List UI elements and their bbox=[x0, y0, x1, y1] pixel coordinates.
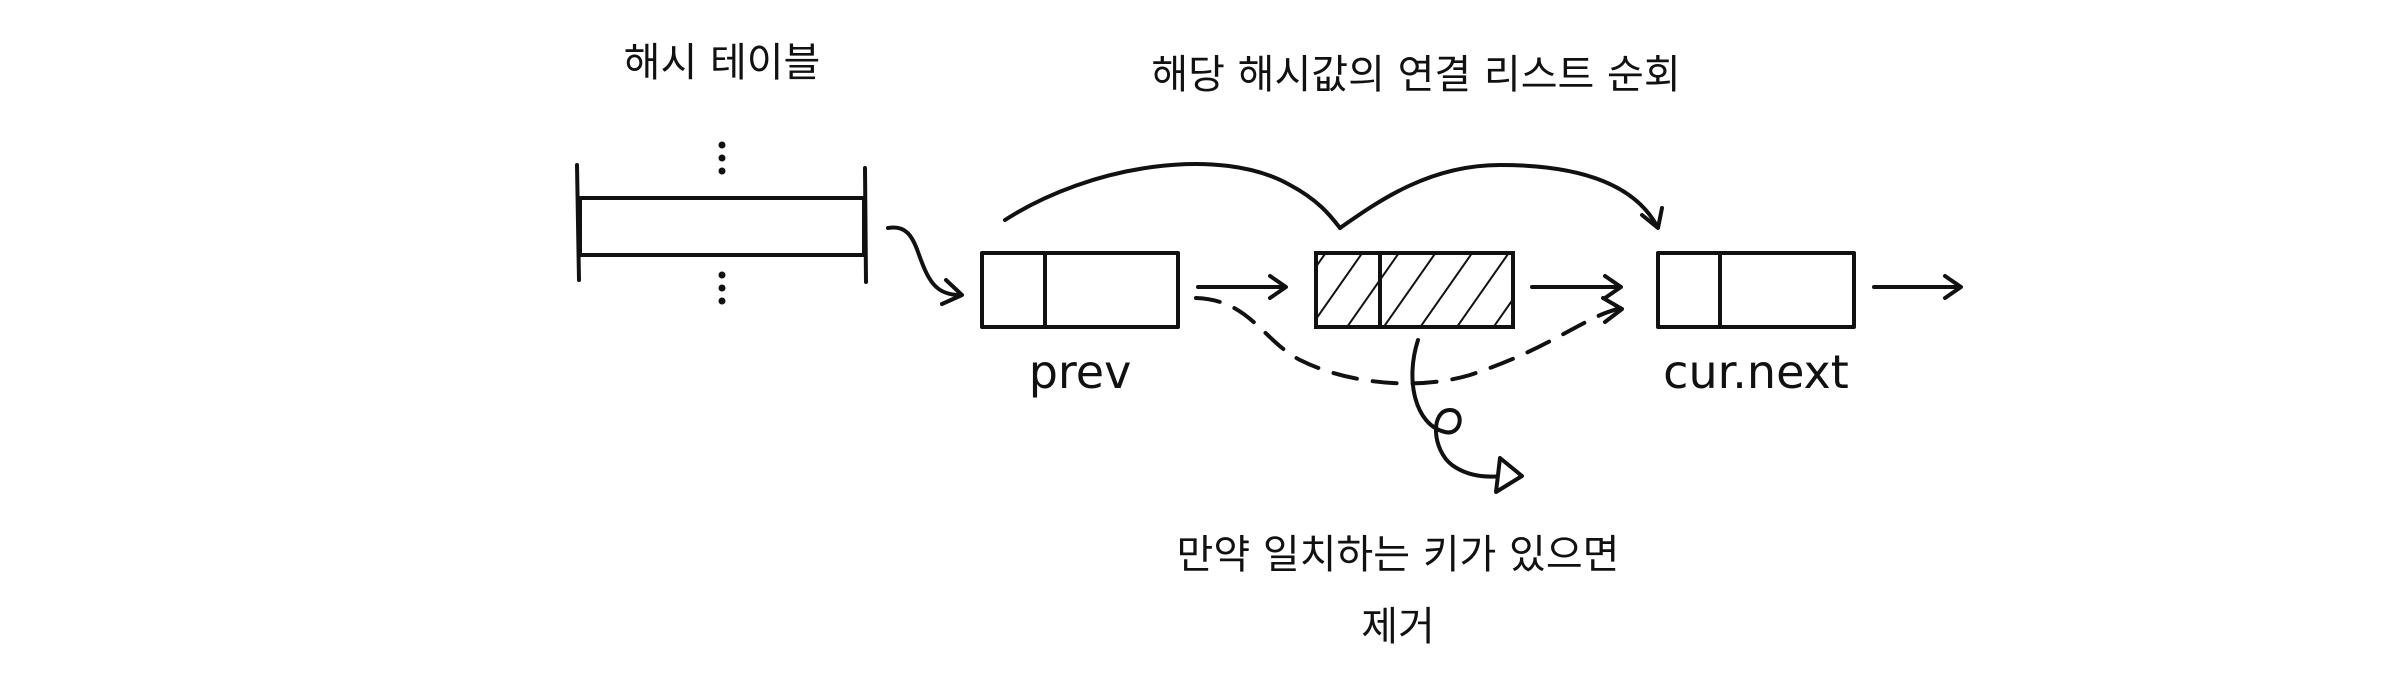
hash-table-label: 해시 테이블 bbox=[624, 40, 821, 86]
traverse-label: 해당 해시값의 연결 리스트 순회 bbox=[1151, 52, 1680, 98]
bypass-dashed-arrow bbox=[1194, 296, 1624, 386]
remove-note-line1: 만약 일치하는 키가 있으면 bbox=[1177, 532, 1620, 578]
cur-next-label: cur.next bbox=[1663, 345, 1849, 399]
hash-table bbox=[575, 141, 868, 305]
prev-label: prev bbox=[1029, 345, 1132, 399]
node-removed bbox=[1314, 251, 1515, 329]
ellipsis-bottom bbox=[718, 271, 726, 305]
prev-to-removed-arrow bbox=[1196, 274, 1288, 300]
hollow-arrowhead bbox=[1494, 456, 1524, 494]
table-to-prev-arrow bbox=[886, 225, 964, 306]
remove-note-line2: 제거 bbox=[1361, 604, 1435, 650]
node-prev bbox=[980, 251, 1180, 329]
node-cur-next bbox=[1656, 251, 1856, 329]
removed-to-next-arrow bbox=[1530, 274, 1623, 300]
traverse-curve-arrow bbox=[1003, 162, 1664, 230]
ellipsis-top bbox=[718, 141, 726, 175]
removal-pointer-arrow bbox=[1410, 338, 1524, 494]
next-trailing-arrow bbox=[1872, 274, 1963, 300]
